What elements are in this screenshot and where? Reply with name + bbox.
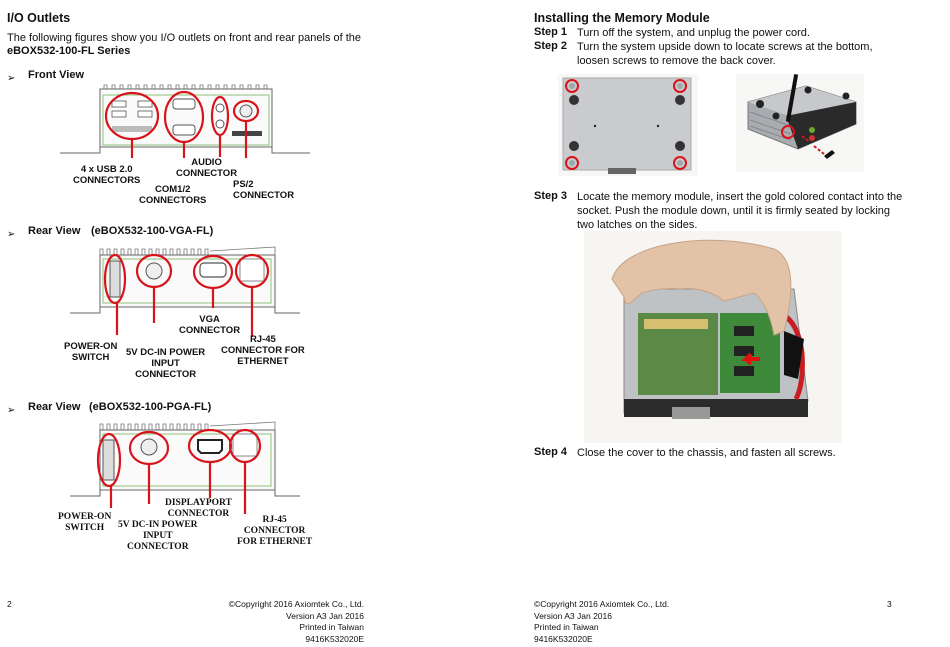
part-number: 9416K532020E: [534, 633, 593, 644]
step-1: Step 1 Turn off the system, and unplug t…: [534, 26, 934, 40]
page-number: 3: [887, 599, 892, 609]
step-label: Step 3: [534, 190, 568, 202]
usb-ports: [111, 100, 153, 118]
bullet-arrow-icon: ➢: [7, 405, 16, 416]
vga-port: [199, 262, 227, 278]
ps2-port: [239, 104, 253, 118]
rear-view-vga-heading: ➢ Rear View (eBOX532-100-VGA-FL): [7, 225, 214, 240]
rj45-port: [232, 433, 258, 457]
step-text: socket. Push the module down, until it i…: [577, 205, 891, 217]
screw-icon: [824, 150, 835, 159]
step-label: Step 1: [534, 26, 568, 38]
rear-view-pga-diagram: [70, 421, 300, 514]
rear-view-pga-heading: ➢ Rear View (eBOX532-100-PGA-FL): [7, 401, 212, 416]
highlight-circles: [103, 253, 270, 337]
rear-view-vga-diagram: [70, 246, 300, 337]
front-view-heading: ➢ Front View: [7, 69, 85, 84]
step-text: two latches on the sides.: [577, 219, 698, 231]
step-text: loosen screws to remove the back cover.: [577, 55, 776, 67]
screw-highlights: [565, 79, 687, 170]
intro-series: eBOX532-100-FL Series: [7, 45, 131, 57]
audio-jack-1: [215, 103, 225, 113]
power-switch: [102, 439, 115, 481]
dc-in-port: [140, 438, 158, 456]
arrow-icon: [741, 352, 760, 366]
power-switch: [109, 260, 121, 298]
step-text: Close the cover to the chassis, and fast…: [577, 447, 836, 459]
rj45-port: [239, 258, 265, 282]
printed-in: Printed in Taiwan: [534, 622, 599, 632]
logo-plate: [112, 126, 152, 132]
step-text: Turn the system upside down to locate sc…: [577, 41, 873, 53]
page-number: 2: [7, 599, 12, 609]
com-ports: [172, 98, 196, 136]
dc-in-port: [145, 262, 163, 280]
footer: ©Copyright 2016 Axiomtek Co., Ltd. Versi…: [200, 599, 364, 645]
version: Version A3 Jan 2016: [286, 610, 364, 621]
step-label: Step 4: [534, 446, 568, 458]
audio-jack-2: [215, 119, 225, 129]
step-3: Step 3 Locate the memory module, insert …: [534, 190, 934, 232]
step-2: Step 2 Turn the system upside down to lo…: [534, 40, 934, 68]
screws: [569, 83, 683, 166]
heatsink-fins: [100, 84, 270, 90]
bullet-arrow-icon: ➢: [7, 73, 16, 84]
copyright: ©Copyright 2016 Axiomtek Co., Ltd.: [534, 599, 670, 609]
version: Version A3 Jan 2016: [534, 610, 612, 621]
part-number: 9416K532020E: [305, 633, 364, 644]
highlight-circles: [104, 90, 260, 158]
rubber-feet: [569, 95, 685, 151]
footer: ©Copyright 2016 Axiomtek Co., Ltd. Versi…: [534, 599, 669, 645]
step-text: Turn off the system, and unplug the powe…: [577, 27, 810, 39]
bullet-arrow-icon: ➢: [7, 229, 16, 240]
step-label: Step 2: [534, 40, 568, 52]
section-title: Installing the Memory Module: [534, 11, 710, 25]
screwdriver-photo: [736, 74, 864, 172]
step-4: Step 4 Close the cover to the chassis, a…: [534, 446, 934, 460]
printed-in: Printed in Taiwan: [299, 622, 364, 632]
section-title: I/O Outlets: [7, 11, 71, 25]
bottom-cover-photo: [558, 74, 698, 176]
step-text: Locate the memory module, insert the gol…: [577, 191, 903, 203]
copyright: ©Copyright 2016 Axiomtek Co., Ltd.: [228, 599, 364, 609]
displayport-port: [197, 439, 223, 454]
front-view-diagram: [60, 84, 310, 158]
memory-install-photo: [584, 231, 842, 443]
screwdriver: [785, 74, 799, 122]
intro-text: The following figures show you I/O outle…: [7, 32, 362, 44]
highlight-circles: [96, 428, 262, 514]
hand: [611, 239, 792, 336]
